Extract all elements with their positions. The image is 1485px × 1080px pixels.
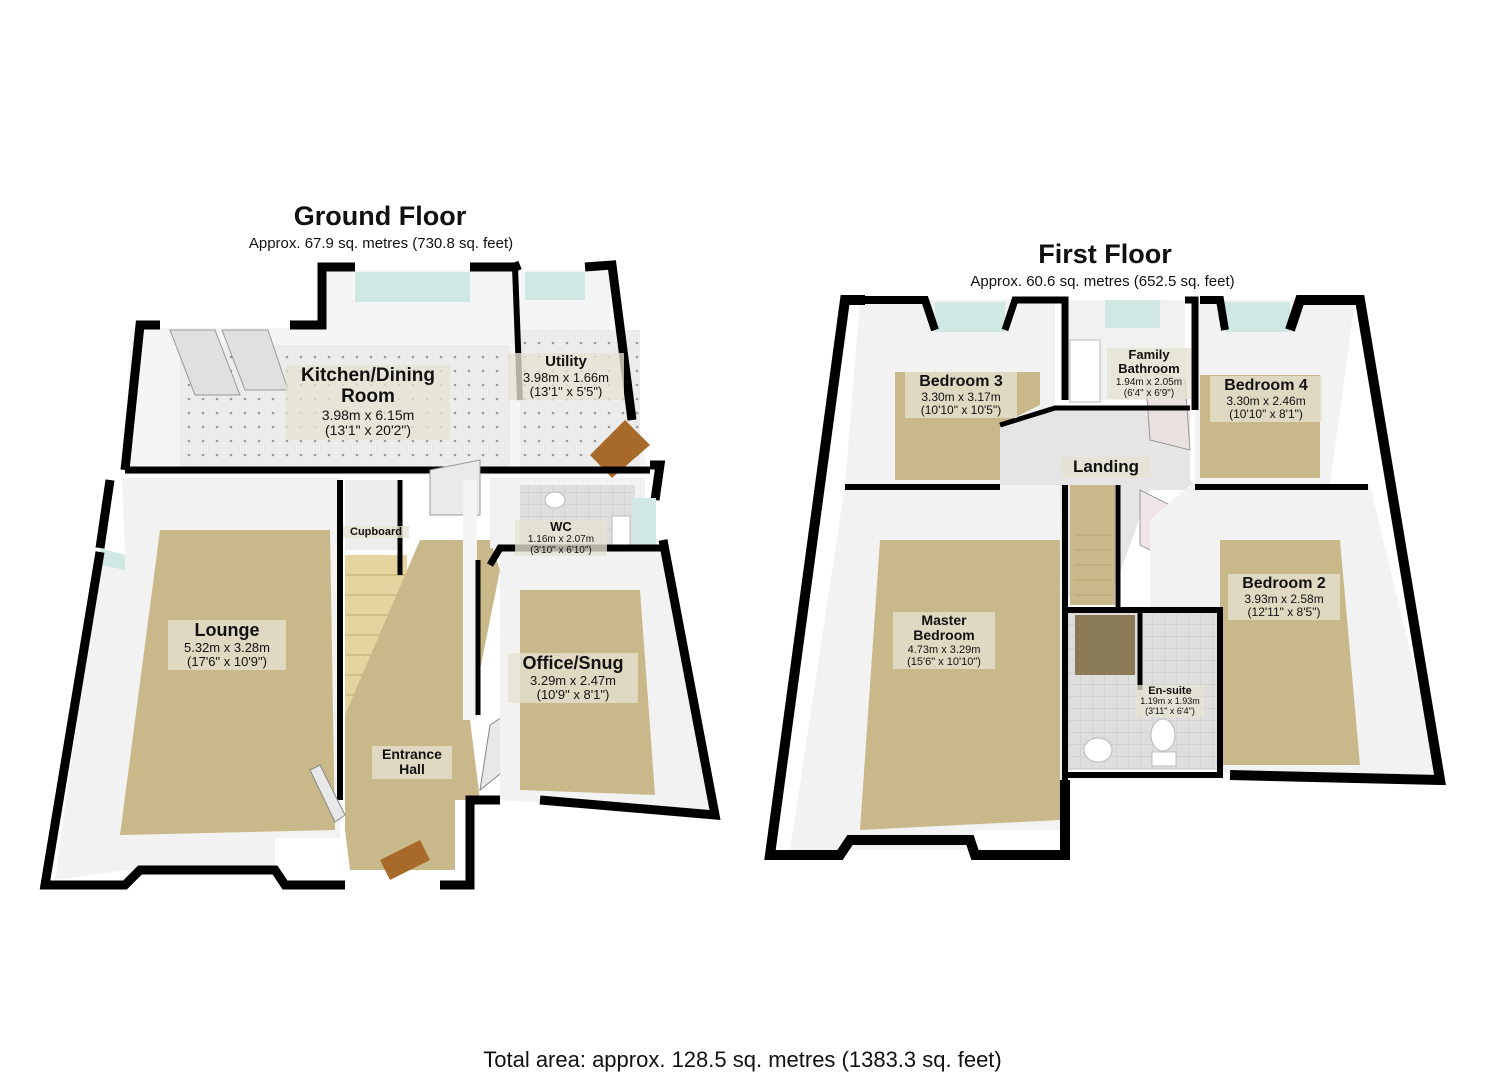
room-dimensions-imperial: (6'4" x 6'9"): [1123, 387, 1175, 399]
room-dimensions-metric: 1.19m x 1.93m: [1140, 696, 1200, 707]
room-dimensions-imperial: (10'10" x 8'1"): [1229, 406, 1303, 421]
room-dimensions-imperial: (3'10" x 6'10"): [530, 545, 592, 557]
room-dimensions-imperial: (17'6" x 10'9"): [187, 654, 267, 670]
room-label-family-bathroom: Family Bathroom 1.94m x 2.05m (6'4" x 6'…: [1107, 347, 1191, 399]
room-label-entrance-hall: Entrance Hall: [372, 746, 452, 779]
room-dimensions-metric: 5.32m x 3.28m: [184, 639, 270, 655]
room-name: Bedroom 2: [1242, 575, 1326, 592]
room-label-bedroom-2: Bedroom 2 3.93m x 2.58m (12'11" x 8'5"): [1228, 574, 1340, 620]
total-area: Total area: approx. 128.5 sq. metres (13…: [483, 1047, 1002, 1072]
room-dimensions-imperial: (13'1" x 20'2"): [324, 422, 412, 439]
room-dimensions-metric: 1.94m x 2.05m: [1115, 376, 1183, 388]
room-label-en-suite: En-suite 1.19m x 1.93m (3'11" x 6'4"): [1136, 685, 1204, 717]
room-name: Bedroom 4: [1224, 377, 1308, 394]
room-name: Lounge: [194, 620, 260, 640]
room-name: Family: [1128, 347, 1170, 362]
room-name: Cupboard: [350, 526, 402, 538]
room-name-line2: Bedroom: [913, 627, 975, 644]
room-name: Bedroom 3: [919, 373, 1003, 390]
room-name: Utility: [545, 353, 587, 370]
room-name-line2: Room: [341, 385, 395, 407]
room-dimensions-imperial: (10'10" x 10'5"): [920, 402, 1002, 417]
room-name: Entrance: [382, 746, 442, 762]
room-dimensions-metric: 3.93m x 2.58m: [1244, 591, 1324, 606]
room-dimensions-metric: 3.30m x 3.17m: [921, 389, 1001, 404]
room-name: Master: [921, 612, 967, 628]
room-dimensions-metric: 3.30m x 2.46m: [1226, 393, 1306, 408]
room-dimensions-metric: 1.16m x 2.07m: [527, 534, 595, 546]
room-name-line2: Hall: [399, 761, 425, 778]
room-dimensions-metric: 4.73m x 3.29m: [907, 643, 981, 656]
first-floor-area: Approx. 60.6 sq. metres (652.5 sq. feet): [970, 273, 1235, 290]
ground-floor-area: Approx. 67.9 sq. metres (730.8 sq. feet): [248, 235, 514, 252]
room-dimensions-metric: 3.29m x 2.47m: [530, 672, 616, 688]
first-floor-title: First Floor: [1038, 239, 1172, 269]
room-label-cupboard: Cupboard: [343, 526, 409, 539]
ground-floor-title: Ground Floor: [293, 201, 467, 231]
room-name-line2: Bathroom: [1118, 361, 1180, 377]
room-label-master-bedroom: Master Bedroom 4.73m x 3.29m (15'6" x 10…: [893, 612, 995, 669]
room-label-landing: Landing: [1062, 457, 1150, 478]
room-dimensions-imperial: (3'11" x 6'4"): [1145, 705, 1195, 716]
room-label-utility: Utility 3.98m x 1.66m (13'1" x 5'5"): [508, 353, 624, 401]
room-label-lounge: Lounge 5.32m x 3.28m (17'6" x 10'9"): [168, 620, 286, 671]
room-label-office-snug: Office/Snug 3.29m x 2.47m (10'9" x 8'1"): [508, 653, 638, 704]
room-dimensions-metric: 3.98m x 6.15m: [321, 406, 415, 423]
room-name: Kitchen/Dining: [300, 365, 436, 386]
room-name: Landing: [1072, 457, 1140, 476]
room-name: WC: [550, 519, 572, 534]
room-dimensions-imperial: (13'1" x 5'5"): [529, 383, 603, 399]
room-label-kitchen-dining: Kitchen/Dining Room 3.98m x 6.15m (13'1"…: [286, 365, 450, 440]
room-dimensions-imperial: (10'9" x 8'1"): [536, 687, 610, 703]
room-dimensions-metric: 3.98m x 1.66m: [523, 369, 609, 385]
room-dimensions-imperial: (12'11" x 8'5"): [1247, 604, 1321, 619]
room-name: Office/Snug: [522, 653, 624, 673]
room-label-bedroom-4: Bedroom 4 3.30m x 2.46m (10'10" x 8'1"): [1210, 376, 1322, 422]
room-dimensions-imperial: (15'6" x 10'10"): [907, 655, 981, 668]
room-label-wc: WC 1.16m x 2.07m (3'10" x 6'10"): [515, 519, 607, 557]
room-name: En-suite: [1148, 685, 1192, 697]
room-label-bedroom-3: Bedroom 3 3.30m x 3.17m (10'10" x 10'5"): [905, 372, 1017, 418]
